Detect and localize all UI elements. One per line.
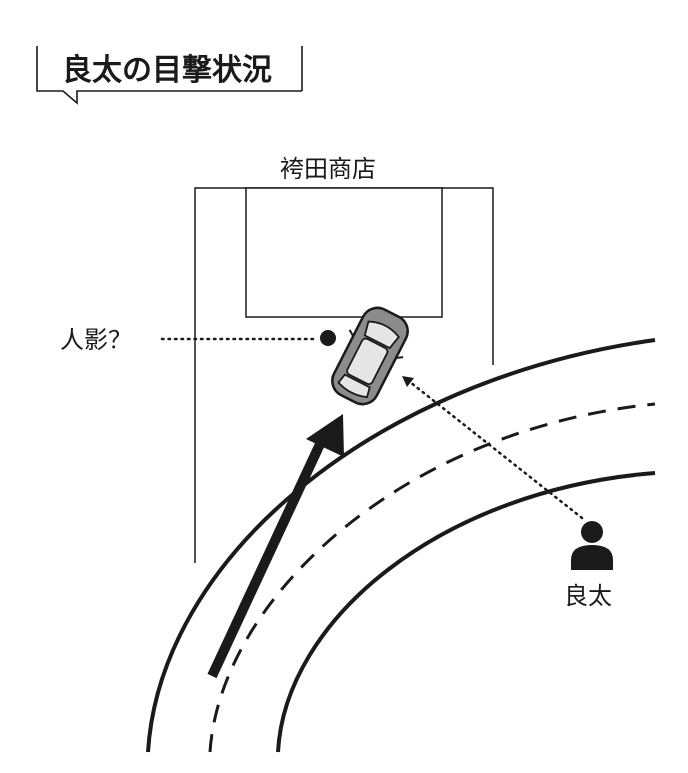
figure-dot (320, 330, 336, 346)
shop-building (245, 187, 443, 318)
witness-label: 良太 (564, 582, 612, 610)
person-icon (571, 521, 613, 570)
callout-frame (36, 46, 302, 105)
car-icon (331, 306, 409, 406)
figure-label: 人影？ (60, 326, 132, 354)
road-center-line (208, 402, 656, 753)
page-title: 良太の目撃状況 (62, 53, 272, 88)
road-inner-edge (276, 471, 656, 753)
shop-name: 袴田商店 (280, 155, 376, 183)
witness-sightline (408, 380, 584, 520)
sightline-arrowhead (402, 376, 414, 387)
title-callout: 良太の目撃状況 (36, 46, 303, 105)
car-path-arrow-icon (207, 414, 344, 679)
